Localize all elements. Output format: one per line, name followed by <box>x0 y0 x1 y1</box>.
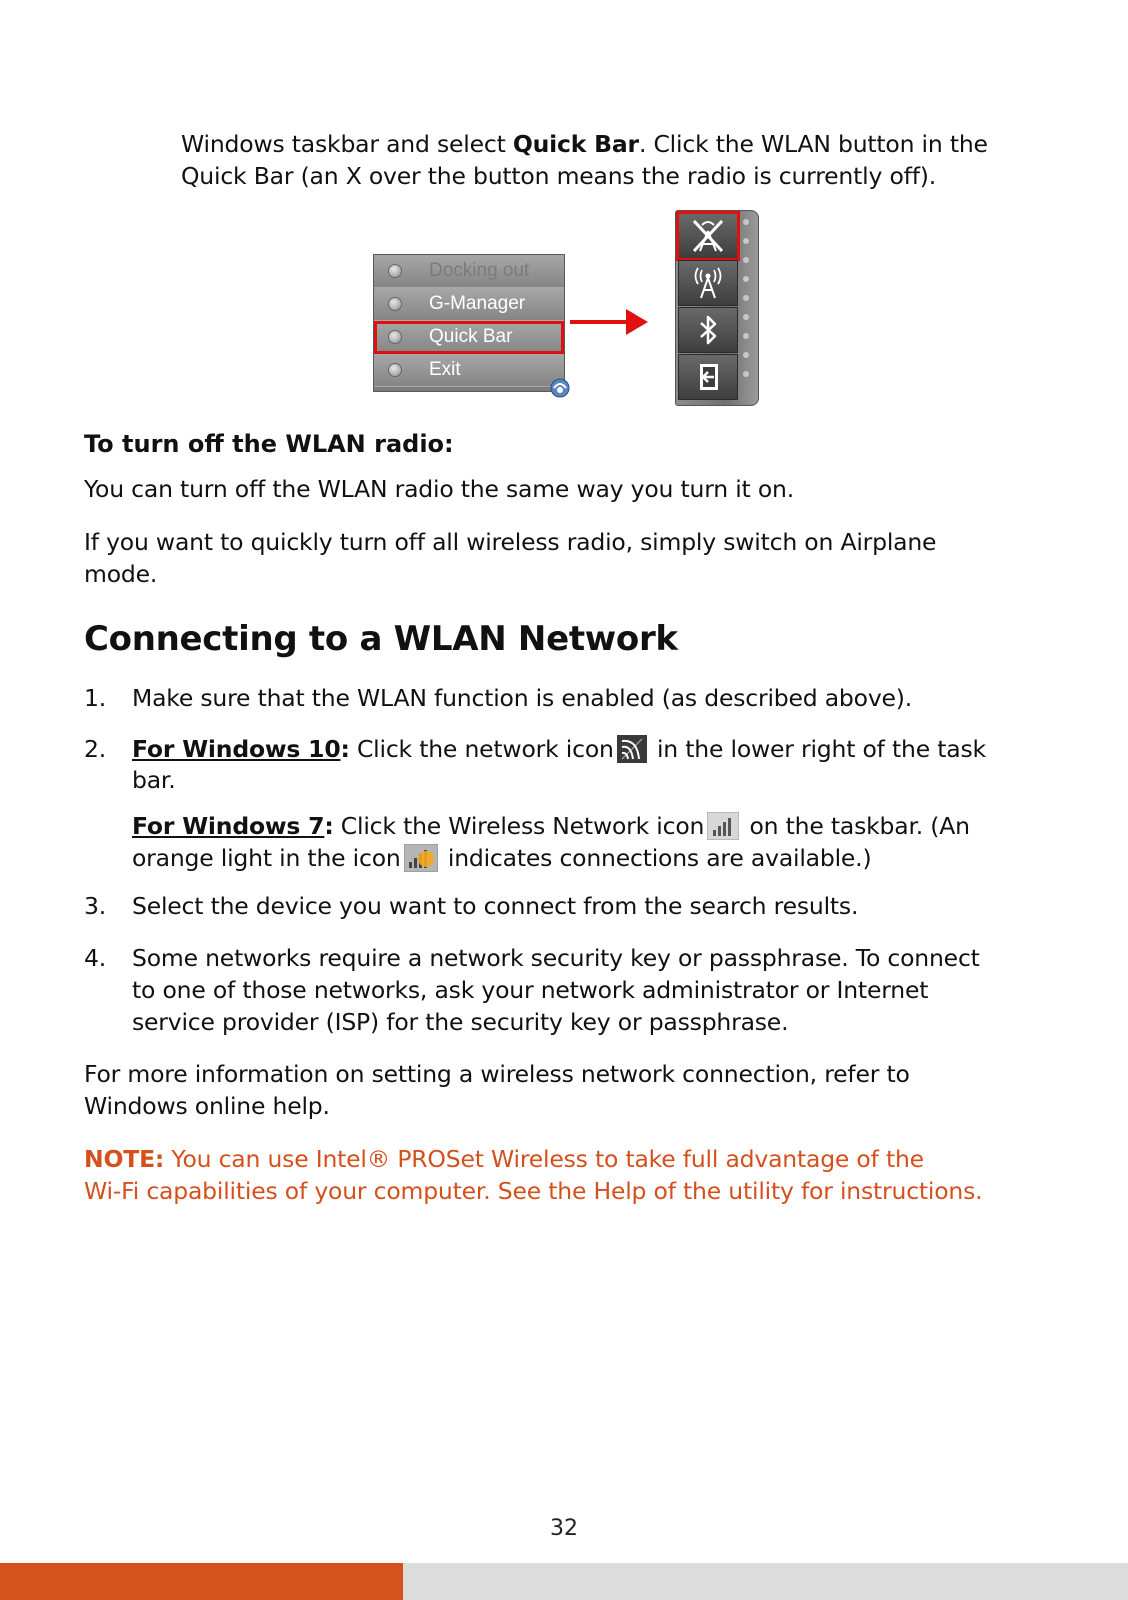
step-2-colon: : <box>340 735 350 763</box>
menu-item-label: Exit <box>429 359 461 380</box>
note-line-1: NOTE: You can use Intel® PROSet Wireless… <box>84 1143 924 1175</box>
bluetooth-icon <box>700 315 717 345</box>
win7-colon: : <box>324 812 334 840</box>
arrow-head-icon <box>626 309 648 335</box>
step-3-number: 3. <box>84 892 107 920</box>
wlan-off-icon <box>692 219 724 253</box>
context-menu: Docking out G-Manager Quick Bar Exit <box>373 254 565 392</box>
step-1-number: 1. <box>84 684 107 712</box>
win7-text: orange light in the icon <box>132 844 401 872</box>
page-number: 32 <box>550 1516 578 1541</box>
arrow-line <box>570 320 628 324</box>
menu-item-label: G-Manager <box>429 293 526 314</box>
turn-off-paragraph-1: You can turn off the WLAN radio the same… <box>84 475 794 503</box>
step-4-line-2: to one of those networks, ask your netwo… <box>132 976 929 1004</box>
exit-quickbar-button[interactable] <box>678 354 738 400</box>
win7-text: indicates connections are available.) <box>440 844 872 872</box>
win7-text: Click the Wireless Network icon <box>333 812 705 840</box>
section-heading: Connecting to a WLAN Network <box>84 619 678 659</box>
turn-off-paragraph-2-line-2: mode. <box>84 560 158 588</box>
windows-7-link[interactable]: For Windows 7 <box>132 812 325 840</box>
step-2-line-1: For Windows 10: Click the network icon i… <box>132 733 986 765</box>
turn-off-heading: To turn off the WLAN radio: <box>84 430 454 458</box>
menu-item-g-manager[interactable]: G-Manager <box>374 288 564 321</box>
tray-app-icon[interactable] <box>548 376 572 398</box>
menu-item-quick-bar[interactable]: Quick Bar <box>374 321 564 354</box>
intro-text: Windows taskbar and select <box>181 130 513 158</box>
windows-10-link[interactable]: For Windows 10 <box>132 735 341 763</box>
wireless-available-icon <box>403 844 438 872</box>
menu-item-label: Docking out <box>429 260 530 281</box>
wireless-tower-icon <box>694 267 722 299</box>
win7-text: on the taskbar. (An <box>742 812 970 840</box>
step-2-line-2: bar. <box>132 766 176 794</box>
intro-text: . Click the WLAN button in the <box>638 130 988 158</box>
step-4-line-3: service provider (ISP) for the security … <box>132 1008 789 1036</box>
win7-line-1: For Windows 7: Click the Wireless Networ… <box>132 810 970 842</box>
menu-item-exit[interactable]: Exit <box>374 354 564 387</box>
wlan-button[interactable] <box>676 211 740 261</box>
menu-bullet-icon <box>388 297 402 311</box>
menu-bullet-icon <box>388 363 402 377</box>
note-label: NOTE: <box>84 1145 165 1173</box>
note-text: You can use Intel® PROSet Wireless to ta… <box>164 1145 924 1173</box>
turn-off-paragraph-2-line-1: If you want to quickly turn off all wire… <box>84 528 937 556</box>
network-icon <box>616 735 647 763</box>
intro-line-2: Quick Bar (an X over the button means th… <box>181 162 937 190</box>
more-info-line-2: Windows online help. <box>84 1092 330 1120</box>
footer-gray-bar <box>403 1563 1128 1600</box>
step-2-number: 2. <box>84 735 107 763</box>
step-2-text: Click the network icon <box>349 735 614 763</box>
step-2-text: in the lower right of the task <box>649 735 986 763</box>
wireless-button[interactable] <box>678 260 738 306</box>
bluetooth-button[interactable] <box>678 307 738 353</box>
quickbar-dots <box>743 219 751 390</box>
step-4-number: 4. <box>84 944 107 972</box>
wireless-signal-icon <box>707 812 740 840</box>
intro-bold-quickbar: Quick Bar <box>512 130 639 158</box>
step-1-text: Make sure that the WLAN function is enab… <box>132 684 913 712</box>
menu-bullet-icon <box>388 330 402 344</box>
footer-accent-bar <box>0 1563 403 1600</box>
step-3-text: Select the device you want to connect fr… <box>132 892 859 920</box>
more-info-line-1: For more information on setting a wirele… <box>84 1060 910 1088</box>
note-line-2: Wi-Fi capabilities of your computer. See… <box>84 1177 983 1205</box>
win7-line-2: orange light in the icon indicates conne… <box>132 842 872 874</box>
intro-line-1: Windows taskbar and select Quick Bar. Cl… <box>181 128 988 160</box>
step-4-line-1: Some networks require a network security… <box>132 944 980 972</box>
exit-icon <box>700 364 718 390</box>
menu-bullet-icon <box>388 264 402 278</box>
menu-item-docking-out: Docking out <box>374 255 564 288</box>
quick-bar-panel <box>675 210 759 406</box>
menu-item-label: Quick Bar <box>429 326 513 347</box>
